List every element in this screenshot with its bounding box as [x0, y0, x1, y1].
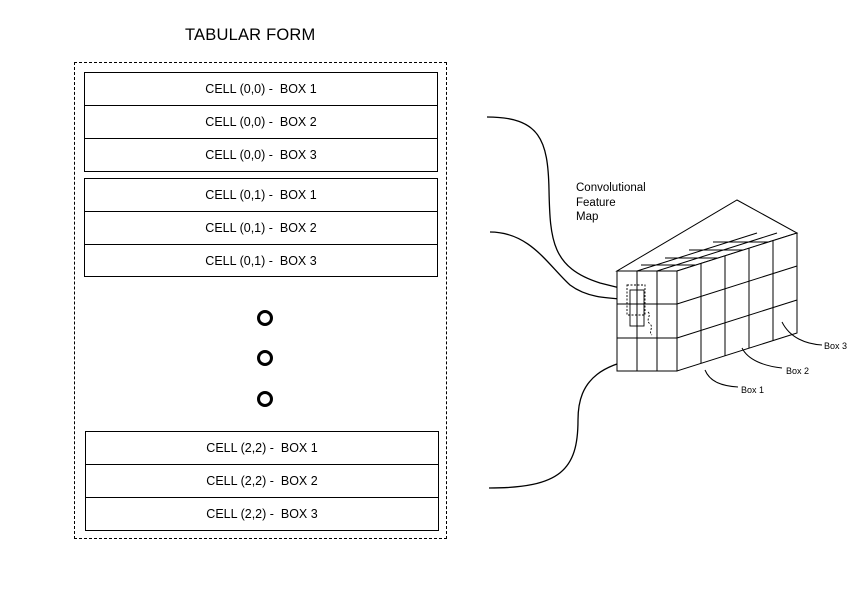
connector-cell-00	[486, 116, 629, 291]
cell-01-box-2-row: CELL (0,1) - BOX 2	[84, 211, 438, 245]
ellipsis-dot-1	[257, 310, 273, 326]
tabular-form-container	[74, 62, 447, 539]
cell-00-box-1-row: CELL (0,0) - BOX 1	[84, 72, 438, 106]
cell-01-box-1-row: CELL (0,1) - BOX 1	[84, 178, 438, 212]
page-title: TABULAR FORM	[185, 26, 316, 44]
box-1-label: Box 1	[741, 385, 765, 395]
box-3-label: Box 3	[824, 341, 848, 351]
leader-box-1	[704, 369, 739, 388]
leader-box-2	[741, 347, 783, 369]
cell-22-box-2-row: CELL (2,2) - BOX 2	[85, 464, 439, 498]
cube-side-face	[676, 232, 798, 372]
cell-01-box-3-row: CELL (0,1) - BOX 3	[84, 244, 438, 277]
cell-00-box-2-row: CELL (0,0) - BOX 2	[84, 105, 438, 139]
leader-box-3	[781, 321, 823, 346]
ellipsis-dot-3	[257, 391, 273, 407]
ellipsis-dot-2	[257, 350, 273, 366]
connector-cell-22	[488, 354, 666, 489]
feature-map-label: Convolutional Feature Map	[576, 181, 646, 225]
feature-map-label-line-1: Convolutional	[576, 182, 646, 194]
box-label-leaders	[704, 321, 823, 388]
cell-22-box-1-row: CELL (2,2) - BOX 1	[85, 431, 439, 465]
connector-lines	[486, 116, 666, 489]
cell-00-box-3-row: CELL (0,0) - BOX 3	[84, 138, 438, 172]
feature-map-cube	[615, 199, 799, 372]
anchor-boxes	[626, 284, 653, 336]
connector-cell-01	[489, 231, 639, 301]
feature-map-label-line-2: Feature	[576, 196, 616, 209]
feature-map-label-line-3: Map	[576, 211, 599, 223]
cell-22-box-3-row: CELL (2,2) - BOX 3	[85, 497, 439, 531]
cube-front-face	[616, 270, 678, 372]
box-2-label: Box 2	[786, 366, 810, 376]
